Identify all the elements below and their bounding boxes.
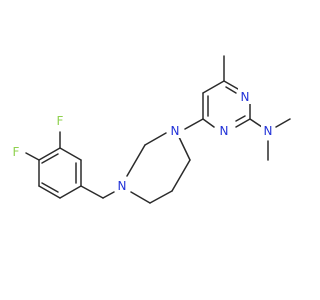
bond [202,118,215,128]
bond [235,115,246,122]
bond [202,80,225,94]
atom-label-nitrogen: N [171,124,180,138]
bond [171,159,191,192]
atom-label-fluorine: F [57,114,64,128]
bond [178,136,191,161]
molecule-structure: F F N N N N N [9,55,291,204]
bond [126,144,146,177]
bond [130,191,151,204]
bond [249,118,263,128]
bond [275,118,291,128]
bond [223,80,239,90]
bond [41,153,59,164]
bond [235,118,251,128]
bond [184,118,204,130]
bond [144,132,167,146]
atom-label-nitrogen: N [220,124,229,138]
bond [59,147,82,161]
bond [80,185,104,199]
bond [41,182,59,193]
atom-label-nitrogen: N [264,124,273,138]
bond [149,190,173,204]
bond [59,185,82,199]
atom-label-nitrogen: N [241,90,250,104]
bond [25,152,40,161]
bond [102,191,115,199]
bond [38,147,61,161]
bonds [25,55,291,204]
atom-label-nitrogen: N [118,179,127,193]
atom-labels: F F N N N N N [9,88,275,193]
molecule-canvas: F F N N N N N [9,55,291,204]
atom-label-fluorine: F [13,145,20,159]
bond [225,86,237,94]
bond [38,185,61,199]
